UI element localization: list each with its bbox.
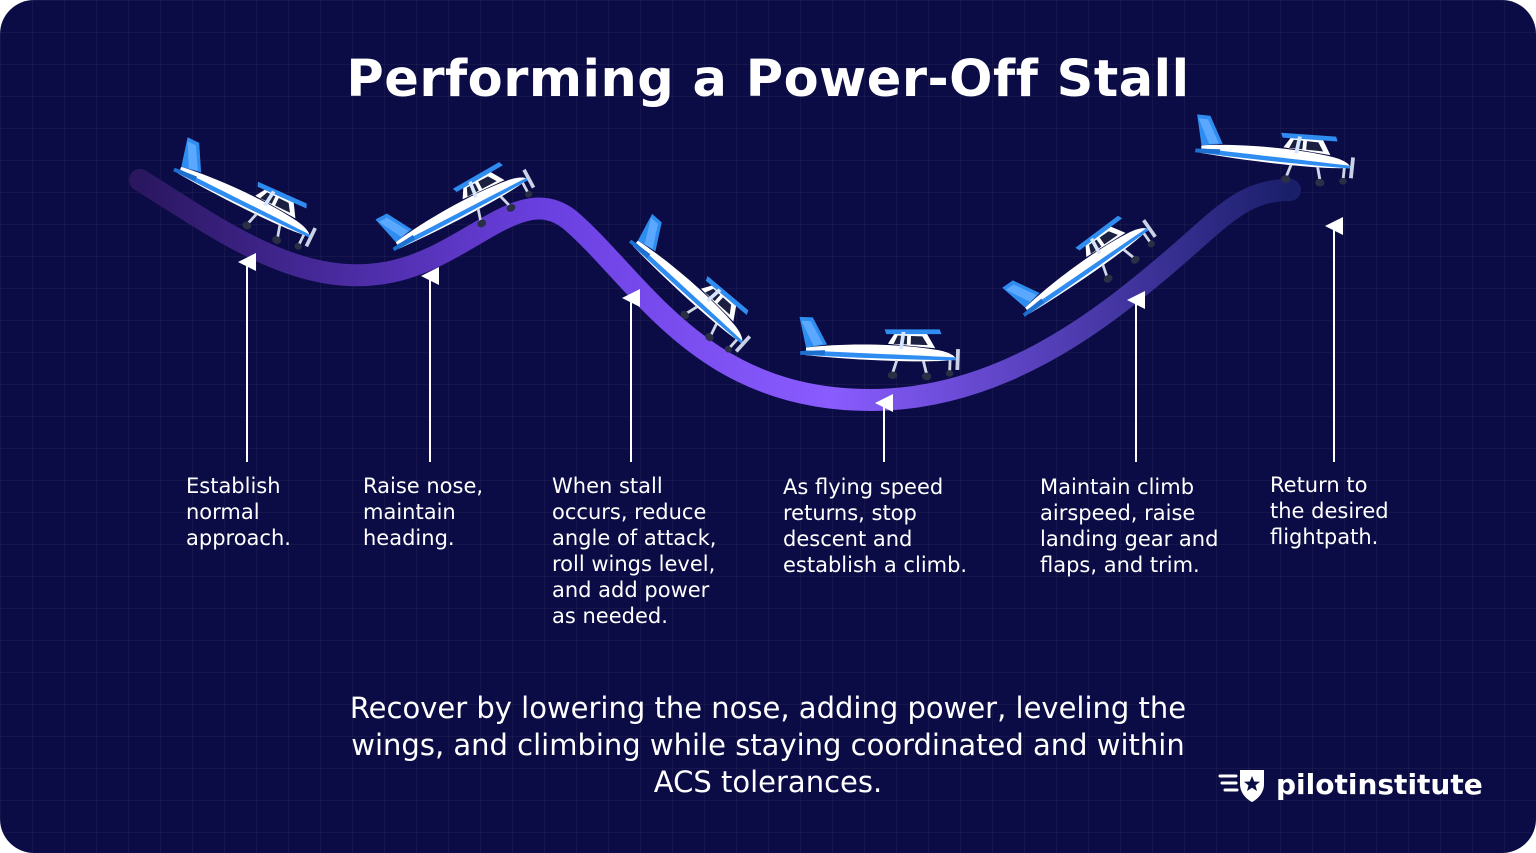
step-label-flying-speed-returns: As flying speed returns, stop descent an… <box>783 475 968 577</box>
shield-star-wings-icon <box>1218 770 1264 802</box>
step-label-maintain-climb: Maintain climb airspeed, raise landing g… <box>1040 475 1219 577</box>
plane-icon-climb <box>1000 196 1165 336</box>
step-label-raise-nose: Raise nose, maintain heading. <box>363 474 484 550</box>
step-label-stall-occurs: When stall occurs, reduce angle of attac… <box>552 474 717 628</box>
summary-text: Recover by lowering the nose, adding pow… <box>349 691 1187 799</box>
plane-icon-level-flight <box>1189 112 1360 192</box>
brand-name: pilotinstitute <box>1276 767 1483 801</box>
step-label-return-flightpath: Return to the desired flightpath. <box>1270 473 1389 549</box>
page-title: Performing a Power-Off Stall <box>346 50 1190 109</box>
flight-path-curve <box>129 169 1301 412</box>
brand-logo: pilotinstitute <box>1218 764 1483 804</box>
step-label-establish-approach: Establish normal approach. <box>186 474 291 550</box>
plane-icon-recovery <box>795 315 963 383</box>
